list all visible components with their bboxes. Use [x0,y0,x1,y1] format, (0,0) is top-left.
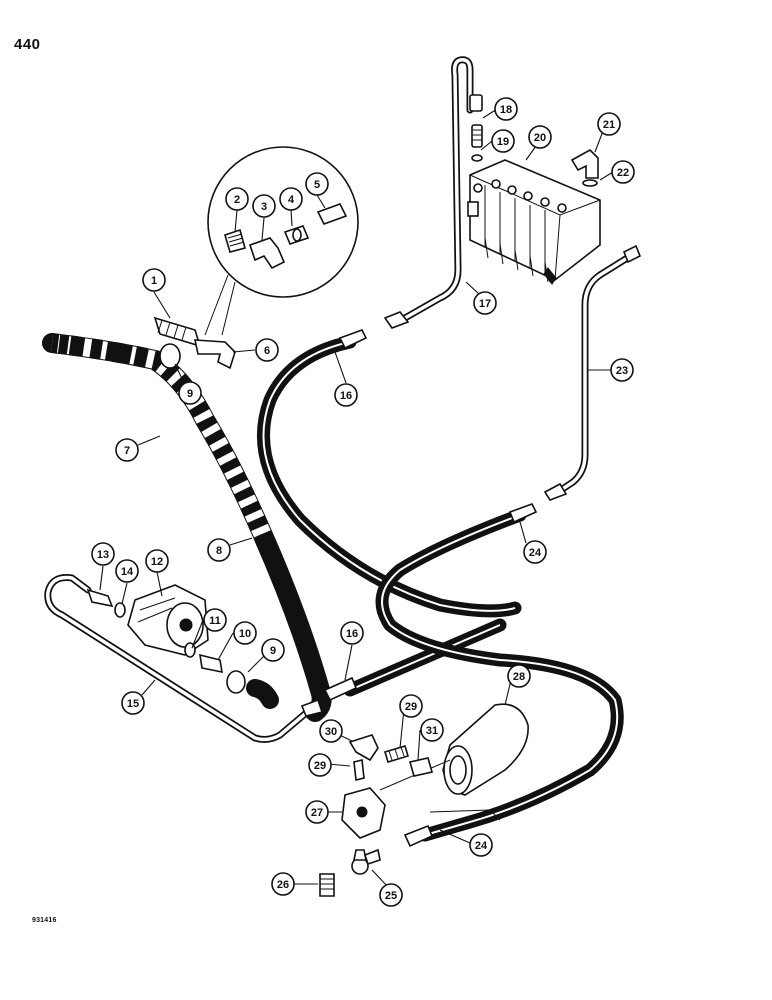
callout-15: 15 [121,691,145,715]
callout-3: 3 [252,194,276,218]
svg-text:14: 14 [121,566,134,578]
pump-12 [86,584,246,694]
callout-2: 2 [225,187,249,211]
hose-16 [257,335,522,697]
svg-text:19: 19 [497,136,509,148]
callout-1: 1 [142,268,166,292]
svg-text:16: 16 [346,628,358,640]
svg-text:18: 18 [500,104,512,116]
figure-id: 931416 [32,917,57,924]
svg-text:12: 12 [151,556,163,568]
svg-text:24: 24 [475,840,488,852]
callout-29-left: 29 [308,753,332,777]
svg-text:27: 27 [311,807,323,819]
page-number: 440 [14,36,41,53]
svg-text:20: 20 [534,132,546,144]
callout-16-upper: 16 [334,383,358,407]
hose-fittings [300,244,642,848]
tube-17 [401,56,474,322]
svg-text:3: 3 [261,201,267,213]
callout-17: 17 [473,291,497,315]
callout-26: 26 [271,872,295,896]
detail-inset [204,146,359,336]
svg-text:15: 15 [127,698,139,710]
svg-text:11: 11 [209,615,221,627]
svg-text:29: 29 [314,760,326,772]
callout-9-lower: 9 [261,638,285,662]
tube-15 [44,574,316,743]
callout-25: 25 [379,883,403,907]
svg-text:8: 8 [216,545,222,557]
callout-12: 12 [145,549,169,573]
callout-20: 20 [528,125,552,149]
svg-text:17: 17 [479,298,491,310]
callout-16-lower: 16 [340,621,364,645]
callout-5: 5 [305,172,329,196]
svg-text:9: 9 [187,388,193,400]
svg-text:10: 10 [239,628,251,640]
callout-21: 21 [597,112,621,136]
svg-text:22: 22 [617,167,629,179]
callout-7: 7 [115,438,139,462]
callout-9-upper: 9 [178,381,202,405]
callout-29-right: 29 [399,694,423,718]
filter-head-27 [319,734,434,897]
svg-text:26: 26 [277,879,289,891]
svg-text:9: 9 [270,645,276,657]
callout-30: 30 [319,719,343,743]
callout-24-lower: 24 [469,833,493,857]
svg-text:4: 4 [288,194,295,206]
callout-6: 6 [255,338,279,362]
callout-18: 18 [494,97,518,121]
svg-text:23: 23 [616,365,628,377]
elbow-21 [570,149,599,187]
svg-text:24: 24 [529,547,542,559]
callout-13: 13 [91,542,115,566]
svg-text:25: 25 [385,890,397,902]
callout-28: 28 [507,664,531,688]
tube-23 [554,251,636,496]
svg-text:21: 21 [603,119,615,131]
svg-text:2: 2 [234,194,240,206]
svg-text:31: 31 [426,725,438,737]
control-valve [467,159,601,285]
fittings-1-6 [153,316,236,370]
callout-24-upper: 24 [523,540,547,564]
svg-text:16: 16 [340,390,352,402]
callout-31: 31 [420,718,444,742]
callout-19: 19 [491,129,515,153]
svg-text:30: 30 [325,726,337,738]
callout-4: 4 [279,187,303,211]
callout-8: 8 [207,538,231,562]
callout-27: 27 [305,800,329,824]
svg-text:29: 29 [405,701,417,713]
callout-22: 22 [611,160,635,184]
svg-text:28: 28 [513,671,525,683]
callout-14: 14 [115,559,139,583]
callout-11: 11 [203,608,227,632]
callout-23: 23 [610,358,634,382]
svg-text:13: 13 [97,549,109,561]
svg-text:6: 6 [264,345,270,357]
svg-text:1: 1 [151,275,157,287]
callout-10: 10 [233,621,257,645]
hose-24 [375,508,624,842]
svg-text:7: 7 [124,445,130,457]
svg-text:5: 5 [314,179,320,191]
fitting-18-19 [469,94,483,162]
